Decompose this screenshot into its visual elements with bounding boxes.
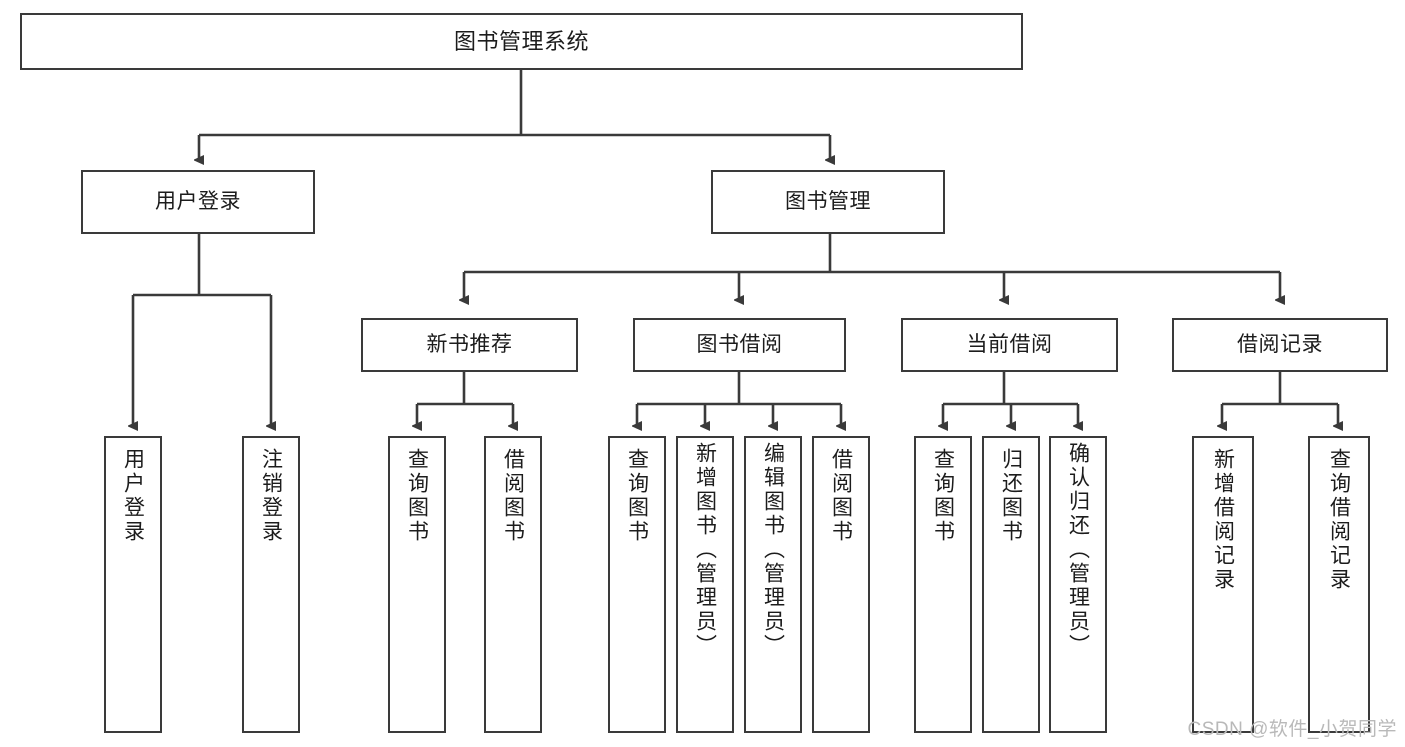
node-leaf-add-book-label: 新增图书（管理员） bbox=[693, 442, 717, 658]
node-leaf-user-login-label: 用户登录 bbox=[121, 448, 145, 544]
node-leaf-edit-book[interactable]: 编辑图书（管理员） bbox=[744, 436, 802, 733]
node-leaf-query-book-2-label: 查询图书 bbox=[625, 448, 649, 544]
node-leaf-edit-book-label: 编辑图书（管理员） bbox=[761, 442, 785, 658]
node-leaf-borrow-book-2[interactable]: 借阅图书 bbox=[812, 436, 870, 733]
node-borrow-record[interactable]: 借阅记录 bbox=[1172, 318, 1388, 372]
node-borrow-record-label: 借阅记录 bbox=[1237, 332, 1323, 356]
node-leaf-logout-label: 注销登录 bbox=[259, 448, 283, 544]
node-user-login-label: 用户登录 bbox=[155, 189, 241, 213]
watermark-text: CSDN @软件_小贺同学 bbox=[1187, 719, 1397, 740]
node-book-borrow-label: 图书借阅 bbox=[696, 332, 783, 356]
node-leaf-add-record[interactable]: 新增借阅记录 bbox=[1192, 436, 1254, 733]
node-leaf-add-book[interactable]: 新增图书（管理员） bbox=[676, 436, 734, 733]
node-leaf-borrow-book-2-label: 借阅图书 bbox=[829, 448, 853, 544]
node-book-borrow[interactable]: 图书借阅 bbox=[633, 318, 846, 372]
node-leaf-confirm-return[interactable]: 确认归还（管理员） bbox=[1049, 436, 1107, 733]
node-leaf-query-book-1-label: 查询图书 bbox=[405, 448, 429, 544]
node-leaf-query-book-3[interactable]: 查询图书 bbox=[914, 436, 972, 733]
node-leaf-borrow-book-1-label: 借阅图书 bbox=[501, 448, 525, 544]
node-new-book-rec[interactable]: 新书推荐 bbox=[361, 318, 578, 372]
node-user-login[interactable]: 用户登录 bbox=[81, 170, 315, 234]
node-current-borrow-label: 当前借阅 bbox=[966, 332, 1053, 356]
node-leaf-confirm-return-label: 确认归还（管理员） bbox=[1066, 442, 1090, 658]
node-leaf-query-book-1[interactable]: 查询图书 bbox=[388, 436, 446, 733]
node-book-manage-label: 图书管理 bbox=[785, 189, 871, 213]
node-leaf-return-book-label: 归还图书 bbox=[999, 448, 1023, 544]
node-leaf-user-login[interactable]: 用户登录 bbox=[104, 436, 162, 733]
node-leaf-logout[interactable]: 注销登录 bbox=[242, 436, 300, 733]
node-current-borrow[interactable]: 当前借阅 bbox=[901, 318, 1118, 372]
node-book-manage[interactable]: 图书管理 bbox=[711, 170, 945, 234]
node-root[interactable]: 图书管理系统 bbox=[20, 13, 1023, 70]
node-leaf-query-record[interactable]: 查询借阅记录 bbox=[1308, 436, 1370, 733]
node-leaf-borrow-book-1[interactable]: 借阅图书 bbox=[484, 436, 542, 733]
node-leaf-query-book-2[interactable]: 查询图书 bbox=[608, 436, 666, 733]
node-leaf-query-book-3-label: 查询图书 bbox=[931, 448, 955, 544]
node-leaf-return-book[interactable]: 归还图书 bbox=[982, 436, 1040, 733]
node-leaf-query-record-label: 查询借阅记录 bbox=[1327, 448, 1351, 592]
node-leaf-add-record-label: 新增借阅记录 bbox=[1211, 448, 1235, 592]
node-root-label: 图书管理系统 bbox=[453, 28, 589, 54]
node-new-book-rec-label: 新书推荐 bbox=[426, 332, 513, 356]
